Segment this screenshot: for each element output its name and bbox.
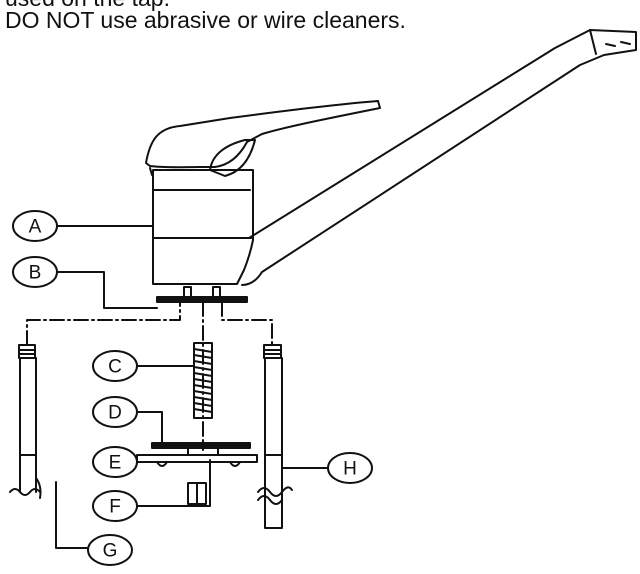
- callout-g-shape: [87, 534, 133, 566]
- callout-e-shape: [92, 446, 138, 478]
- gasket: [151, 442, 251, 449]
- left-hose-connector: [18, 344, 36, 359]
- callout-a-shape: [12, 210, 58, 242]
- instruction-text-partial: used on the tap.: [5, 0, 170, 11]
- leader-f: [137, 459, 211, 507]
- leader-b: [56, 271, 158, 309]
- leader-d: [137, 411, 163, 444]
- callout-h-shape: [327, 452, 373, 484]
- callout-c: C: [108, 357, 122, 378]
- warning-text: DO NOT use abrasive or wire cleaners.: [5, 7, 406, 33]
- tap-spout: [241, 29, 637, 286]
- callout-g: G: [103, 541, 118, 562]
- leader-g: [55, 481, 89, 549]
- base-plate: [156, 296, 248, 303]
- tap-handle-lower: [209, 139, 256, 177]
- washer-plate: [136, 454, 258, 463]
- left-hose: [19, 357, 37, 493]
- connection-dashline: [26, 301, 273, 346]
- tap-body: [152, 169, 254, 285]
- tap-handle: [145, 100, 381, 169]
- callout-f-shape: [92, 490, 138, 522]
- threaded-rod: [193, 342, 213, 419]
- callout-a: A: [29, 217, 42, 238]
- base-stud-left: [183, 286, 192, 298]
- callout-e: E: [109, 453, 122, 474]
- callout-b: B: [29, 263, 42, 284]
- base-stud-right: [212, 286, 221, 298]
- callout-h: H: [343, 459, 357, 480]
- right-hose: [264, 357, 283, 529]
- callout-d-shape: [92, 396, 138, 428]
- callout-d: D: [108, 403, 122, 424]
- callout-c-shape: [92, 350, 138, 382]
- callout-b-shape: [12, 256, 58, 288]
- callout-f: F: [109, 497, 121, 518]
- right-hose-connector: [263, 344, 282, 359]
